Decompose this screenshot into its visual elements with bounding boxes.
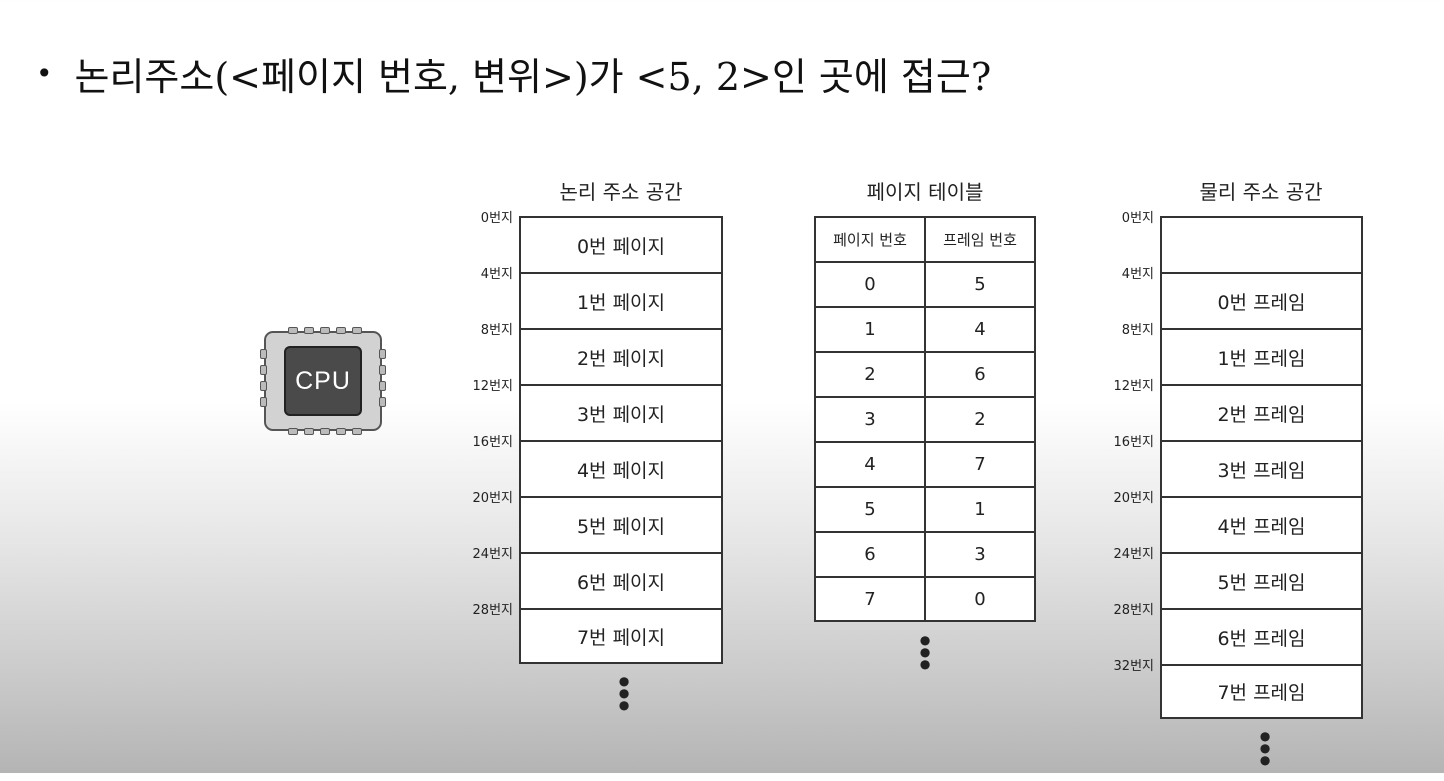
page-number-cell: 7 (816, 578, 926, 620)
logical-address-label: 8번지 (480, 323, 513, 338)
table-row: 6 3 (816, 533, 1034, 578)
physical-address-label: 20번지 (1113, 491, 1154, 506)
physical-frame: 0번 프레임 (1162, 274, 1361, 330)
physical-address-label: 24번지 (1113, 547, 1154, 562)
physical-frame: 5번 프레임 (1162, 554, 1361, 610)
physical-ellipsis: ••• (1255, 719, 1275, 781)
page-number-cell: 3 (816, 398, 926, 441)
table-row: 1 4 (816, 308, 1034, 353)
header-page-number: 페이지 번호 (816, 218, 926, 261)
page-table-ellipsis: ••• (915, 623, 935, 685)
logical-page: 4번 페이지 (521, 442, 721, 498)
page-table-header: 페이지 번호 프레임 번호 (816, 218, 1034, 263)
logical-address-label: 12번지 (472, 379, 513, 394)
frame-number-cell: 3 (974, 544, 986, 565)
logical-page: 7번 페이지 (576, 626, 666, 649)
physical-address-label: 32번지 (1113, 659, 1154, 674)
logical-page: 1번 페이지 (521, 274, 721, 330)
logical-ellipsis: ••• (614, 664, 634, 726)
page-number-cell: 4 (816, 443, 926, 486)
physical-address-label: 12번지 (1113, 379, 1154, 394)
logical-address-label: 20번지 (472, 491, 513, 506)
physical-frame: 7번 프레임 (1217, 682, 1306, 704)
table-row: 2 6 (816, 353, 1034, 398)
physical-address-label: 0번지 (1121, 211, 1154, 226)
header-frame-number: 프레임 번호 (943, 231, 1017, 249)
table-row: 4 7 (816, 443, 1034, 488)
logical-address-label: 24번지 (472, 547, 513, 562)
frame-number-cell: 6 (974, 364, 986, 385)
cpu-label: CPU (284, 346, 362, 416)
question-line: • 논리주소(<페이지 번호, 변위>)가 <5, 2>인 곳에 접근? (36, 48, 992, 99)
physical-address-label: 28번지 (1113, 603, 1154, 618)
logical-address-label: 28번지 (472, 603, 513, 618)
page-number-cell: 5 (816, 488, 926, 531)
frame-number-cell: 4 (974, 319, 986, 340)
table-row: 0 5 (816, 263, 1034, 308)
frame-number-cell: 1 (974, 499, 986, 520)
logical-address-label: 0번지 (480, 211, 513, 226)
frame-number-cell: 7 (974, 454, 986, 475)
logical-page: 2번 페이지 (521, 330, 721, 386)
logical-address-label: 4번지 (480, 267, 513, 282)
physical-frame-empty (1162, 218, 1361, 274)
physical-address-label: 8번지 (1121, 323, 1154, 338)
bullet-dot: • (36, 56, 53, 90)
physical-frame: 4번 프레임 (1162, 498, 1361, 554)
table-row: 3 2 (816, 398, 1034, 443)
physical-address-label: 16번지 (1113, 435, 1154, 450)
frame-number-cell: 5 (974, 274, 986, 295)
question-text: 논리주소(<페이지 번호, 변위>)가 <5, 2>인 곳에 접근? (74, 54, 992, 99)
logical-address-label: 16번지 (472, 435, 513, 450)
logical-page: 0번 페이지 (521, 218, 721, 274)
physical-frame: 2번 프레임 (1162, 386, 1361, 442)
table-row: 7 0 (816, 578, 1034, 620)
logical-page: 5번 페이지 (521, 498, 721, 554)
page-table-title: 페이지 테이블 (866, 180, 984, 204)
cpu-chip-icon: CPU (260, 327, 386, 435)
physical-frame: 1번 프레임 (1162, 330, 1361, 386)
logical-page: 6번 페이지 (521, 554, 721, 610)
frame-number-cell: 2 (974, 409, 986, 430)
physical-space-title: 물리 주소 공간 (1199, 180, 1323, 204)
page-table: 페이지 번호 프레임 번호 0 5 1 4 2 6 3 2 4 7 5 1 6 … (814, 216, 1036, 622)
logical-space-block: 0번 페이지 1번 페이지 2번 페이지 3번 페이지 4번 페이지 5번 페이… (519, 216, 723, 664)
page-number-cell: 0 (816, 263, 926, 306)
page-number-cell: 2 (816, 353, 926, 396)
logical-page: 3번 페이지 (521, 386, 721, 442)
physical-frame: 3번 프레임 (1162, 442, 1361, 498)
table-row: 5 1 (816, 488, 1034, 533)
frame-number-cell: 0 (974, 588, 986, 610)
physical-frame: 6번 프레임 (1162, 610, 1361, 666)
page-number-cell: 1 (816, 308, 926, 351)
logical-space-title: 논리 주소 공간 (559, 180, 683, 204)
physical-space-block: 0번 프레임 1번 프레임 2번 프레임 3번 프레임 4번 프레임 5번 프레… (1160, 216, 1363, 719)
physical-address-label: 4번지 (1121, 267, 1154, 282)
page-number-cell: 6 (816, 533, 926, 576)
